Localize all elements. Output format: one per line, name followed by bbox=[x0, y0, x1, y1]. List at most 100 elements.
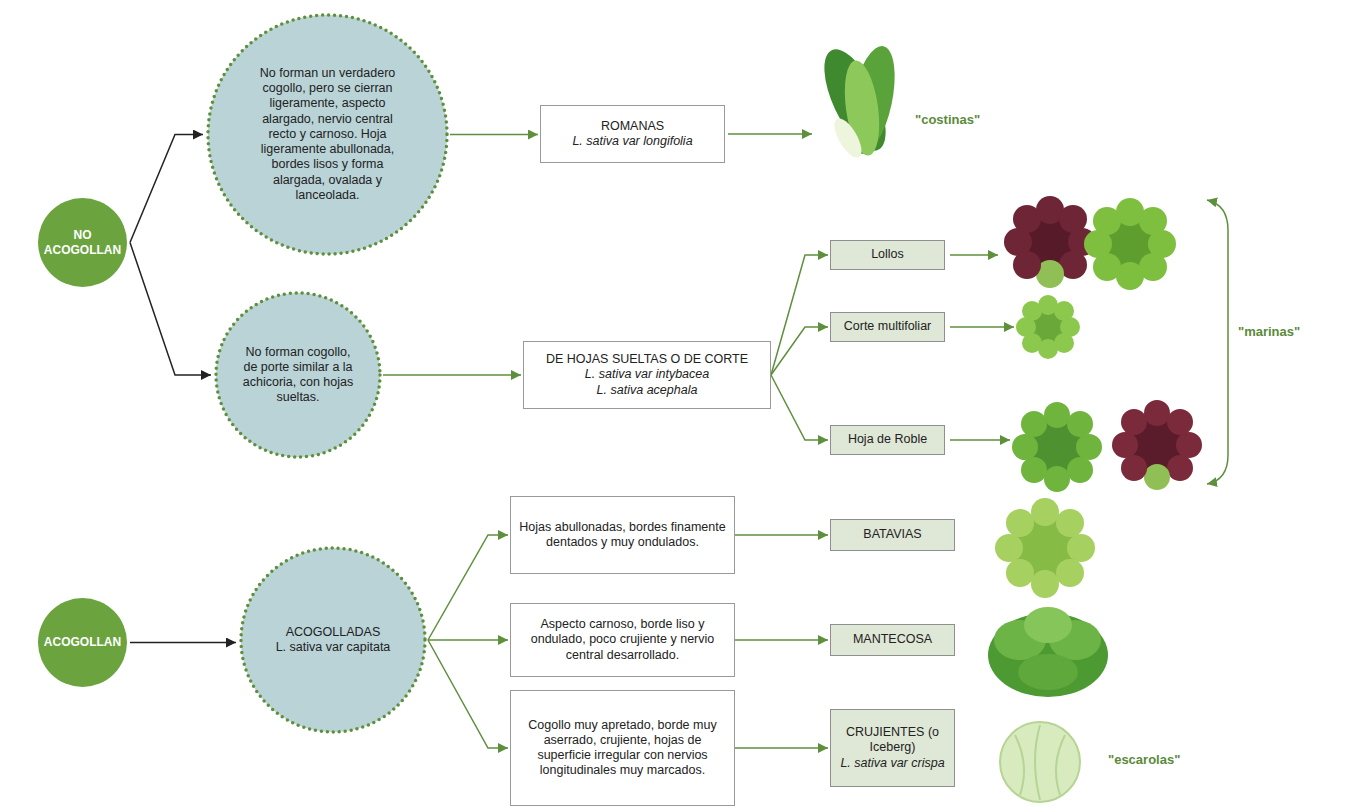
batavia-lettuce bbox=[1056, 559, 1084, 587]
node-text: DE HOJAS SUELTAS O DE CORTE bbox=[531, 352, 763, 367]
node-text: Hoja de Roble bbox=[838, 432, 937, 447]
connector-arrow bbox=[735, 534, 828, 536]
connector-arrow bbox=[450, 134, 538, 136]
connector-arrow bbox=[735, 747, 828, 749]
type-box: Hoja de Roble bbox=[830, 425, 945, 455]
connector-arrow bbox=[771, 375, 828, 440]
node-content: BATAVIAS bbox=[838, 527, 947, 542]
node-text: BATAVIAS bbox=[838, 527, 947, 542]
type-box: BATAVIAS bbox=[830, 519, 955, 551]
node-content: ACOGOLLAN bbox=[41, 635, 125, 650]
category-circle: NO ACOGOLLAN bbox=[35, 195, 130, 290]
oakleaf-green-lettuce bbox=[1012, 402, 1102, 492]
node-content: Hojas abullonadas, bordes finamente dent… bbox=[518, 520, 727, 551]
oakleaf-red-lettuce bbox=[1112, 432, 1138, 458]
description-box: Aspecto carnoso, borde liso y ondulado, … bbox=[510, 603, 735, 677]
oakleaf-red-lettuce bbox=[1176, 432, 1202, 458]
iceberg-lettuce bbox=[1000, 722, 1080, 802]
connector-arrow bbox=[130, 135, 203, 243]
node-content: No forman cogollo, de porte similar a la… bbox=[237, 345, 359, 406]
circle-outline bbox=[38, 198, 127, 287]
type-box: Corte multifoliar bbox=[830, 312, 945, 342]
connector-arrow bbox=[130, 642, 236, 644]
node-content: ROMANASL. sativa var longifolia bbox=[548, 119, 717, 150]
node-content: Lollos bbox=[838, 247, 937, 262]
oakleaf-red-lettuce bbox=[1121, 409, 1147, 435]
image-arrow bbox=[950, 326, 1014, 328]
connector-arrow bbox=[428, 640, 508, 748]
connector-arrow bbox=[735, 639, 828, 641]
oakleaf-red-lettuce bbox=[1167, 455, 1193, 481]
node-text: Aspecto carnoso, borde liso y ondulado, … bbox=[518, 617, 727, 663]
oakleaf-green-lettuce bbox=[1067, 411, 1093, 437]
type-box: Lollos bbox=[830, 240, 945, 270]
node-subtext: L. sativa var capitata bbox=[263, 640, 403, 655]
node-content: ACOGOLLADASL. sativa var capitata bbox=[263, 625, 403, 656]
node-subtext: L. sativa var intybacea bbox=[531, 367, 763, 382]
romaine-lettuce bbox=[829, 114, 867, 161]
connector-arrow bbox=[771, 255, 828, 375]
batavia-lettuce bbox=[1006, 559, 1034, 587]
variety-box: ROMANASL. sativa var longifolia bbox=[540, 105, 725, 163]
oakleaf-green-lettuce bbox=[1012, 434, 1038, 460]
butterhead-lettuce bbox=[988, 607, 1108, 697]
description-circle: No forman cogollo, de porte similar a la… bbox=[213, 290, 383, 460]
description-box: Hojas abullonadas, bordes finamente dent… bbox=[510, 496, 735, 574]
node-text: CRUJIENTES (o Iceberg) bbox=[838, 725, 947, 756]
oakleaf-green-lettuce bbox=[1044, 402, 1070, 428]
multileaf-lettuce bbox=[1016, 295, 1080, 359]
image-arrow bbox=[728, 133, 812, 135]
oakleaf-red-lettuce bbox=[1167, 409, 1193, 435]
batavia-lettuce bbox=[1056, 509, 1084, 537]
group-label: "costinas" bbox=[915, 112, 980, 127]
variety-circle: ACOGOLLADASL. sativa var capitata bbox=[238, 545, 428, 735]
oakleaf-green-lettuce bbox=[1021, 457, 1047, 483]
batavia-lettuce bbox=[1067, 534, 1095, 562]
description-box: Cogollo muy apretado, borde muy aserrado… bbox=[510, 690, 735, 806]
oakleaf-green-lettuce bbox=[1021, 411, 1047, 437]
group-label: "escarolas" bbox=[1108, 752, 1180, 767]
node-content: Cogollo muy apretado, borde muy aserrado… bbox=[518, 718, 727, 779]
node-content: Hoja de Roble bbox=[838, 432, 937, 447]
batavia-lettuce bbox=[1031, 570, 1059, 598]
type-box: MANTECOSA bbox=[830, 624, 955, 656]
node-content: CRUJIENTES (o Iceberg)L. sativa var cris… bbox=[838, 725, 947, 771]
iceberg-lettuce bbox=[1015, 725, 1065, 800]
type-box: CRUJIENTES (o Iceberg)L. sativa var cris… bbox=[830, 709, 955, 787]
node-text: Lollos bbox=[838, 247, 937, 262]
lollo-red-lettuce bbox=[1004, 196, 1096, 288]
node-text: ACOGOLLAN bbox=[41, 635, 125, 650]
batavia-lettuce bbox=[1006, 509, 1034, 537]
connector-arrow bbox=[771, 327, 828, 375]
node-text: Hojas abullonadas, bordes finamente dent… bbox=[518, 520, 727, 551]
batavia-lettuce bbox=[1031, 498, 1059, 526]
node-content: Aspecto carnoso, borde liso y ondulado, … bbox=[518, 617, 727, 663]
node-subtext: L. sativa acephala bbox=[531, 383, 763, 398]
romaine-lettuce bbox=[812, 41, 903, 162]
variety-box: DE HOJAS SUELTAS O DE CORTEL. sativa var… bbox=[523, 341, 771, 409]
node-text: No forman cogollo, de porte similar a la… bbox=[237, 345, 359, 406]
circle-outline bbox=[216, 293, 380, 457]
butterhead-lettuce bbox=[1024, 607, 1072, 643]
connector-arrow bbox=[130, 243, 211, 376]
group-label: "marinas" bbox=[1238, 324, 1300, 339]
iceberg-lettuce bbox=[1000, 722, 1080, 802]
image-arrow bbox=[950, 439, 1010, 441]
oakleaf-green-lettuce bbox=[1067, 457, 1093, 483]
lollo-green-lettuce bbox=[1139, 207, 1167, 235]
node-text: Corte multifoliar bbox=[838, 319, 937, 334]
lollo-green-lettuce bbox=[1084, 198, 1176, 290]
node-text: No forman un verdadero cogollo, pero se … bbox=[248, 66, 408, 203]
node-text: ACOGOLLADAS bbox=[263, 625, 403, 640]
lollo-red-lettuce bbox=[1059, 205, 1087, 233]
oakleaf-red-lettuce bbox=[1144, 400, 1170, 426]
node-text: NO ACOGOLLAN bbox=[43, 228, 123, 257]
node-content: DE HOJAS SUELTAS O DE CORTEL. sativa var… bbox=[531, 352, 763, 398]
oakleaf-red-lettuce bbox=[1121, 455, 1147, 481]
node-content: MANTECOSA bbox=[838, 632, 947, 647]
connector-arrow bbox=[428, 639, 508, 641]
batavia-lettuce bbox=[995, 498, 1095, 598]
node-text: ROMANAS bbox=[548, 119, 717, 134]
node-content: No forman un verdadero cogollo, pero se … bbox=[248, 66, 408, 203]
